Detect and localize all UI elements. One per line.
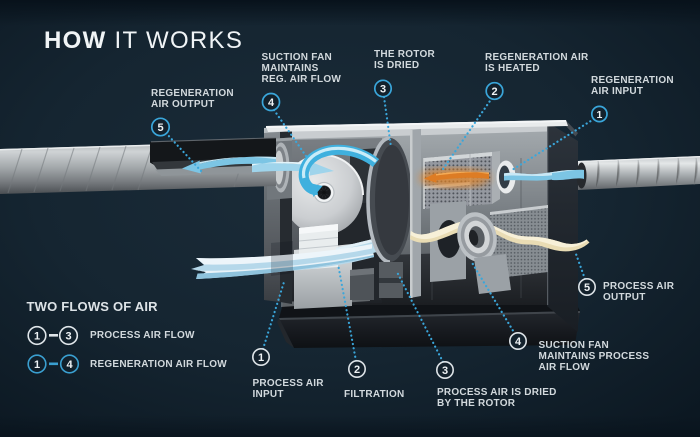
svg-text:2: 2 bbox=[491, 86, 497, 98]
svg-text:4: 4 bbox=[515, 336, 522, 348]
svg-text:1: 1 bbox=[34, 331, 40, 343]
svg-text:1: 1 bbox=[34, 359, 40, 371]
svg-text:2: 2 bbox=[354, 364, 360, 376]
svg-text:3: 3 bbox=[65, 331, 71, 343]
svg-text:1: 1 bbox=[258, 352, 264, 364]
svg-text:5: 5 bbox=[584, 282, 590, 294]
svg-text:3: 3 bbox=[442, 365, 448, 377]
svg-text:4: 4 bbox=[66, 359, 73, 371]
svg-text:5: 5 bbox=[157, 122, 163, 134]
svg-text:4: 4 bbox=[268, 97, 275, 109]
svg-text:1: 1 bbox=[596, 109, 602, 121]
svg-text:3: 3 bbox=[380, 84, 386, 96]
